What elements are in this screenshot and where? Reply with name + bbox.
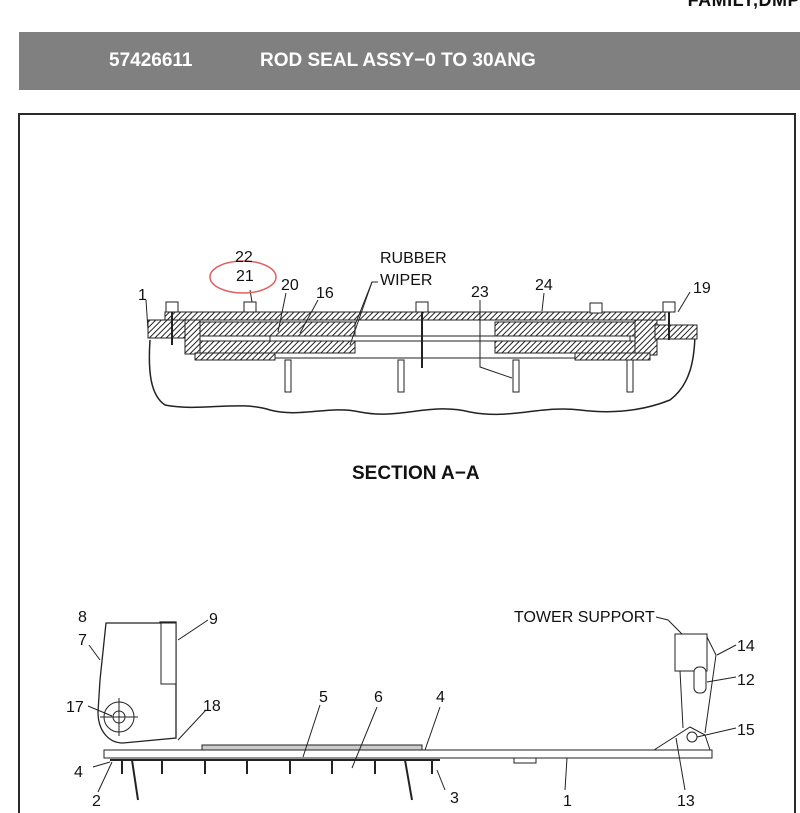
bottom-plate-left <box>194 352 276 361</box>
tower-arm-14 <box>704 636 717 734</box>
base-rail <box>103 749 713 759</box>
tower-support <box>674 633 708 672</box>
label-wiper: WIPER <box>380 272 432 289</box>
cylinder-body <box>201 744 423 751</box>
callout-4-right: 4 <box>436 689 445 706</box>
callout-9: 9 <box>209 611 218 628</box>
callout-17: 17 <box>66 699 84 716</box>
leader-line <box>299 299 319 334</box>
manual-heading: FAMILY,DMP <box>687 0 800 10</box>
callout-7: 7 <box>78 632 87 649</box>
callout-12: 12 <box>737 672 755 689</box>
top-plate <box>164 311 666 321</box>
support-post <box>397 359 405 393</box>
right-end-cap <box>634 319 658 356</box>
callout-20: 20 <box>281 277 299 294</box>
support-post <box>512 359 520 393</box>
callout-1: 1 <box>138 287 147 304</box>
tower-post <box>679 670 684 729</box>
leader-line <box>479 300 513 379</box>
support-post <box>284 359 292 393</box>
leg-left <box>131 759 139 801</box>
callout-3: 3 <box>450 790 459 807</box>
figure-frame <box>18 113 796 813</box>
leader-line <box>277 292 287 333</box>
callout-19: 19 <box>693 280 711 297</box>
rail-posts <box>121 760 433 774</box>
leg-right <box>404 759 413 801</box>
bolt-head <box>243 301 257 313</box>
callout-14: 14 <box>737 638 755 655</box>
left-bracket-plate <box>160 622 177 685</box>
bolt-head <box>589 302 603 314</box>
cylinder-upper-left <box>199 321 356 337</box>
bottom-plate-right <box>574 352 651 361</box>
label-rubber: RUBBER <box>380 250 447 267</box>
section-a-a-view: 1 22 21 20 16 RUBBER WIPER 23 24 19 SECT… <box>138 249 711 484</box>
callout-15: 15 <box>737 722 755 739</box>
section-title: SECTION A−A <box>352 463 480 484</box>
cylinder-upper-right <box>494 321 636 337</box>
callout-6: 6 <box>374 689 383 706</box>
callout-1-assembly: 1 <box>563 793 572 810</box>
callout-21: 21 <box>236 268 254 285</box>
callout-16: 16 <box>316 285 334 302</box>
callout-2: 2 <box>92 793 101 810</box>
support-post <box>626 359 634 393</box>
pivot-15 <box>686 731 698 743</box>
part-title-bar: 57426611 ROD SEAL ASSY−0 TO 30ANG <box>19 32 800 90</box>
callout-4-left: 4 <box>74 764 83 781</box>
part-description: ROD SEAL ASSY−0 TO 30ANG <box>260 50 536 71</box>
bolt-head <box>165 301 179 313</box>
assembly-leaders <box>87 616 737 793</box>
tower-slot-12 <box>693 666 707 694</box>
callout-24: 24 <box>535 277 553 294</box>
leader-line <box>541 292 545 312</box>
callout-8: 8 <box>78 609 87 626</box>
left-end-cap <box>184 319 201 355</box>
assembly-side-view: 8 7 9 17 18 5 6 4 4 2 3 1 13 TOWER SUPPO… <box>66 609 755 810</box>
cylinder-lower-left <box>199 340 356 354</box>
left-flange <box>147 319 189 339</box>
leader-line <box>349 281 373 346</box>
callout-18: 18 <box>203 698 221 715</box>
leader-line <box>677 291 691 313</box>
callout-5: 5 <box>319 689 328 706</box>
leader-line <box>145 299 149 331</box>
bolt-head <box>415 301 429 313</box>
callout-22: 22 <box>235 249 253 266</box>
callout-13: 13 <box>677 793 695 810</box>
highlight-circle <box>209 260 277 294</box>
rail-pad <box>513 757 537 764</box>
label-tower-support: TOWER SUPPORT <box>514 609 655 626</box>
cylinder-lower-right <box>494 340 636 354</box>
cutaway-outline <box>148 329 696 416</box>
piston-rod <box>269 335 631 342</box>
tower-base-gusset <box>652 726 711 751</box>
bolt-head <box>662 301 676 313</box>
callout-23: 23 <box>471 284 489 301</box>
part-number: 57426611 <box>109 50 193 71</box>
right-flange <box>654 324 698 340</box>
